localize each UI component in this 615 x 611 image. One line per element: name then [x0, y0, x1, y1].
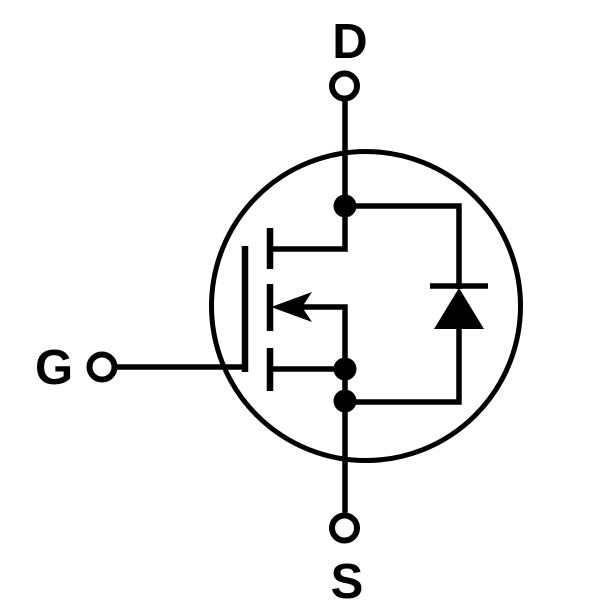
transistor-envelope-circle: [209, 149, 523, 463]
junction-dot-drain: [333, 194, 357, 218]
diode-lower-wire: [345, 326, 462, 405]
n-channel-arrowhead-icon: [271, 292, 312, 322]
junction-dot-source-lower: [333, 389, 357, 413]
diode-anode-triangle-icon: [434, 288, 484, 329]
gate-terminal-pin: [86, 351, 118, 383]
junction-dot-source-upper: [333, 357, 357, 381]
gate-terminal-label: G: [35, 341, 73, 395]
drain-bar-and-lead: [267, 101, 348, 252]
source-terminal-pin: [329, 512, 360, 544]
source-terminal-label: S: [331, 555, 364, 609]
drain-terminal-pin: [329, 70, 360, 102]
drain-terminal-label: D: [332, 15, 367, 69]
diode-upper-wire: [345, 203, 462, 289]
